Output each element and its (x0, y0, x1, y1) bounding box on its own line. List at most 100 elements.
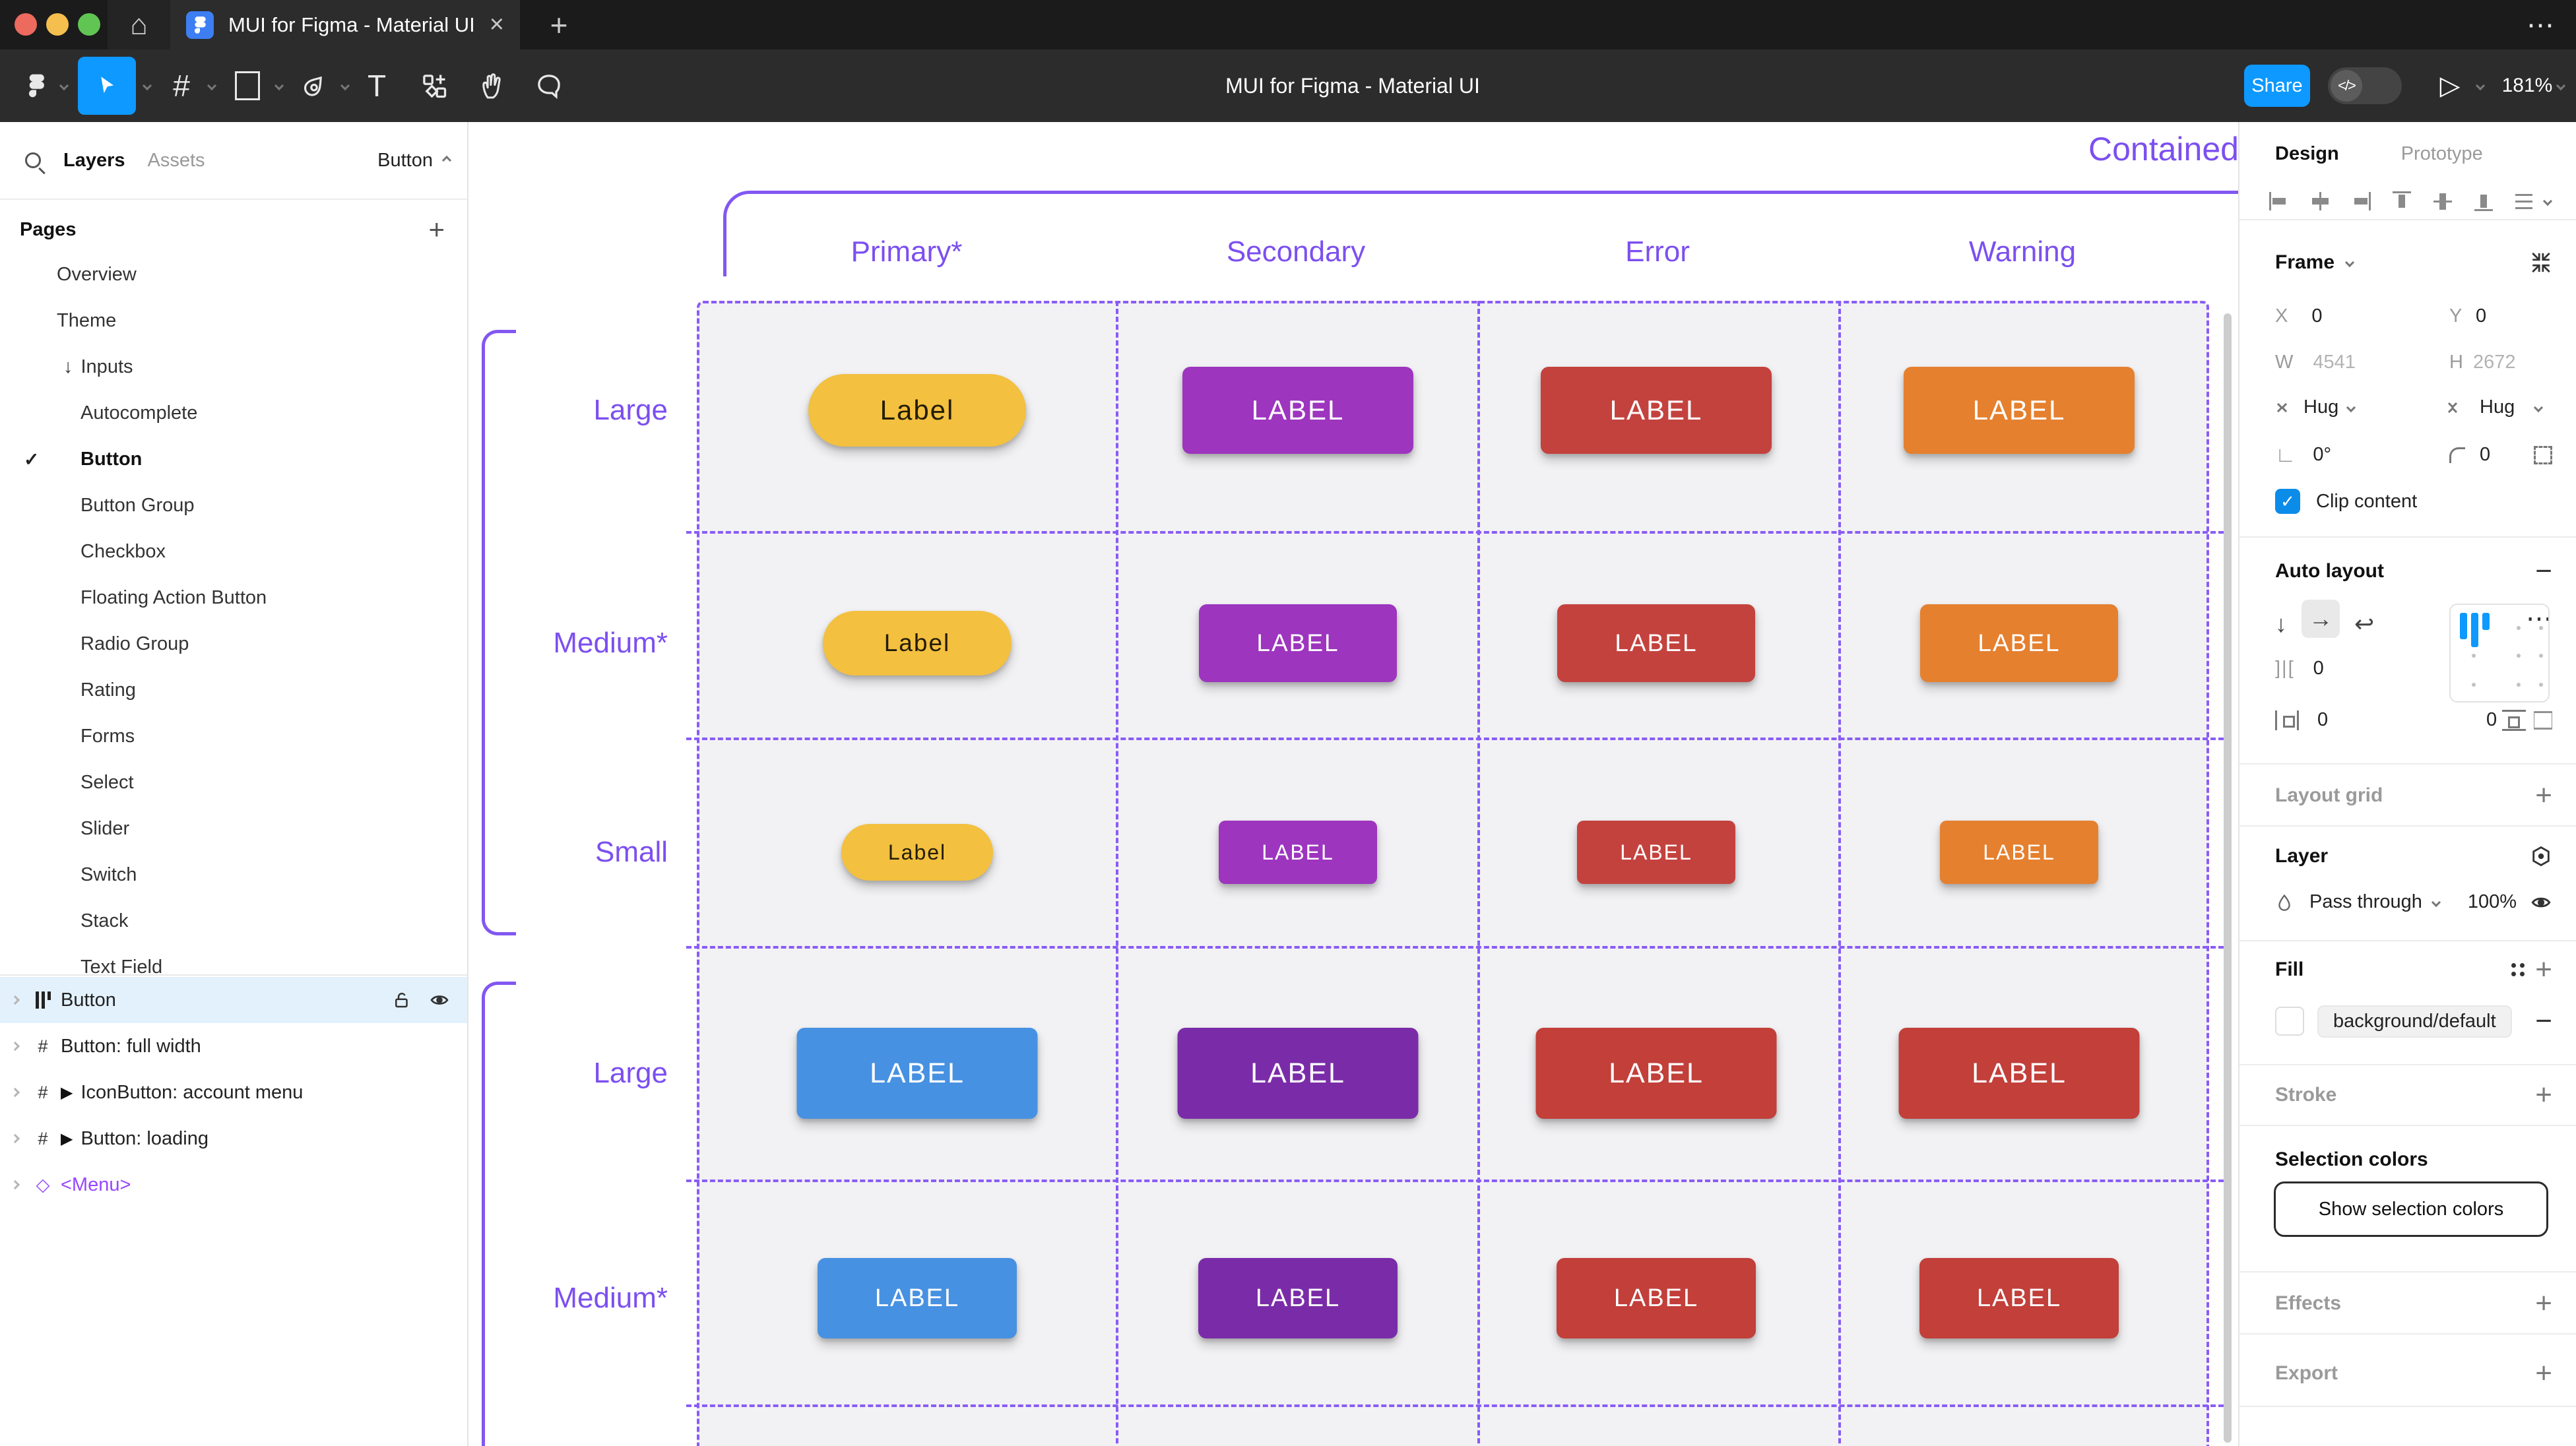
button-medium-secondary[interactable]: LABEL (1199, 604, 1397, 682)
button-large-warning[interactable]: LABEL (1904, 367, 2135, 454)
pen-tool-button[interactable] (296, 49, 333, 122)
rotation-value[interactable]: 0° (2313, 444, 2332, 465)
auto-layout-wrap-icon[interactable]: ↩ (2354, 610, 2375, 637)
remove-fill-button[interactable]: − (2535, 1005, 2552, 1037)
hand-tool-button[interactable] (472, 49, 512, 122)
sidebar-page-autocomplete[interactable]: Autocomplete (80, 402, 198, 424)
add-export-button[interactable]: + (2535, 1357, 2552, 1389)
shape-tool-chevron-icon[interactable] (269, 49, 289, 122)
layer-row-menu[interactable]: ◇ <Menu> (0, 1162, 467, 1208)
button-medium2-secondary[interactable]: LABEL (1198, 1258, 1398, 1338)
sidebar-page-inputs[interactable]: ↓Inputs (63, 356, 133, 377)
present-play-icon[interactable]: ▷ (2439, 71, 2461, 100)
home-tab[interactable]: ⌂ (108, 0, 170, 49)
add-page-button[interactable]: + (428, 214, 445, 245)
blend-mode-value[interactable]: Pass through (2309, 891, 2422, 912)
independent-corners-icon[interactable] (2534, 445, 2552, 464)
frame-tool-button[interactable]: # (173, 69, 190, 103)
sidebar-page-fab[interactable]: Floating Action Button (80, 586, 267, 608)
button-medium2-primary[interactable]: LABEL (818, 1258, 1017, 1338)
sidebar-page-switch[interactable]: Switch (80, 864, 137, 885)
expand-chevron-icon[interactable] (10, 995, 20, 1005)
tab-close-icon[interactable]: × (489, 11, 504, 38)
align-bottom-icon[interactable] (2470, 188, 2497, 214)
button-large-primary[interactable]: Label (808, 374, 1026, 447)
blend-hexagon-icon[interactable] (2530, 845, 2552, 867)
sidebar-page-overview[interactable]: Overview (57, 263, 137, 285)
button-large-error[interactable]: LABEL (1541, 367, 1772, 454)
new-tab-button[interactable]: + (550, 7, 568, 42)
fill-style-chip[interactable]: background/default (2317, 1005, 2512, 1038)
file-title[interactable]: MUI for Figma - Material UI (1225, 73, 1480, 98)
layer-row-button[interactable]: Button (0, 977, 467, 1023)
sidebar-page-stack[interactable]: Stack (80, 910, 129, 931)
add-effect-button[interactable]: + (2535, 1287, 2552, 1319)
opacity-value[interactable]: 100% (2467, 891, 2517, 912)
layer-row-button-full-width[interactable]: # Button: full width (0, 1023, 467, 1069)
vertical-padding-value[interactable]: 0 (2486, 709, 2497, 730)
layer-row-button-loading[interactable]: # ▶ Button: loading (0, 1116, 467, 1162)
button-large2-error[interactable]: LABEL (1535, 1028, 1777, 1119)
h-value[interactable]: 2672 (2473, 352, 2516, 373)
corner-radius-value[interactable]: 0 (2480, 444, 2491, 465)
sidebar-page-rating[interactable]: Rating (80, 679, 136, 701)
text-tool-button[interactable]: T (367, 69, 387, 103)
button-large-secondary[interactable]: LABEL (1182, 367, 1413, 454)
auto-layout-vertical-icon[interactable]: ↓ (2275, 610, 2287, 637)
resources-tool-button[interactable] (414, 49, 454, 122)
sidebar-page-forms[interactable]: Forms (80, 725, 135, 747)
sidebar-page-slider[interactable]: Slider (80, 817, 130, 839)
zoom-chevron-icon[interactable] (2551, 49, 2571, 122)
chevron-down-icon[interactable] (2344, 258, 2355, 268)
align-top-icon[interactable] (2389, 188, 2415, 214)
button-small-warning[interactable]: LABEL (1940, 821, 2098, 884)
button-large2-warning[interactable]: LABEL (1898, 1028, 2140, 1119)
canvas[interactable]: Contained Primary* Secondary Error Warni… (468, 122, 2238, 1446)
add-fill-button[interactable]: + (2535, 953, 2552, 986)
window-close-button[interactable] (15, 13, 37, 36)
frame-title[interactable]: Frame (2275, 251, 2335, 274)
main-menu-figma-icon[interactable] (18, 49, 54, 122)
share-button[interactable]: Share (2244, 65, 2310, 107)
dev-mode-toggle[interactable]: </> (2328, 67, 2402, 104)
page-selector[interactable]: Button (377, 150, 452, 172)
eye-icon[interactable] (2530, 891, 2552, 913)
hug-vertical-value[interactable]: Hug (2480, 396, 2515, 418)
gap-value[interactable]: 0 (2313, 658, 2324, 679)
sidebar-page-text-field[interactable]: Text Field (80, 956, 163, 978)
chevron-down-icon[interactable] (2533, 402, 2544, 412)
chevron-down-icon[interactable] (2542, 196, 2553, 206)
sidebar-page-button-group[interactable]: Button Group (80, 494, 195, 516)
sidebar-page-theme[interactable]: Theme (57, 309, 117, 331)
chevron-down-icon[interactable] (2346, 402, 2356, 412)
clip-content-checkbox[interactable]: ✓ (2275, 489, 2300, 514)
button-small-secondary[interactable]: LABEL (1219, 821, 1377, 884)
expand-chevron-icon[interactable] (10, 1179, 20, 1190)
canvas-scrollbar[interactable] (2224, 313, 2232, 1443)
expand-chevron-icon[interactable] (10, 1133, 20, 1144)
fill-color-swatch[interactable] (2275, 1007, 2304, 1036)
align-vertical-center-icon[interactable] (2430, 188, 2456, 214)
align-left-icon[interactable] (2266, 188, 2292, 214)
move-tool-chevron-icon[interactable] (137, 49, 157, 122)
remove-auto-layout-button[interactable]: − (2535, 555, 2552, 587)
comment-tool-button[interactable] (529, 49, 569, 122)
shrink-icon[interactable] (2530, 251, 2552, 274)
button-medium2-error[interactable]: LABEL (1557, 1258, 1756, 1338)
window-menu-icon[interactable]: ⋯ (2527, 9, 2554, 40)
button-medium-primary[interactable]: Label (823, 611, 1012, 676)
button-small-primary[interactable]: Label (841, 824, 993, 881)
independent-padding-icon[interactable] (2534, 710, 2552, 730)
chevron-down-icon[interactable] (2431, 897, 2441, 907)
button-medium2-warning[interactable]: LABEL (1919, 1258, 2119, 1338)
move-tool-button[interactable] (78, 57, 136, 115)
button-small-error[interactable]: LABEL (1577, 821, 1735, 884)
tab-prototype[interactable]: Prototype (2400, 142, 2483, 164)
window-zoom-button[interactable] (78, 13, 100, 36)
expand-chevron-icon[interactable] (10, 1087, 20, 1098)
w-value[interactable]: 4541 (2313, 352, 2356, 373)
apply-styles-icon[interactable] (2510, 962, 2526, 978)
frame-tool-chevron-icon[interactable] (202, 49, 222, 122)
search-icon[interactable] (25, 152, 41, 168)
sidebar-page-button[interactable]: ✓Button (24, 448, 143, 470)
